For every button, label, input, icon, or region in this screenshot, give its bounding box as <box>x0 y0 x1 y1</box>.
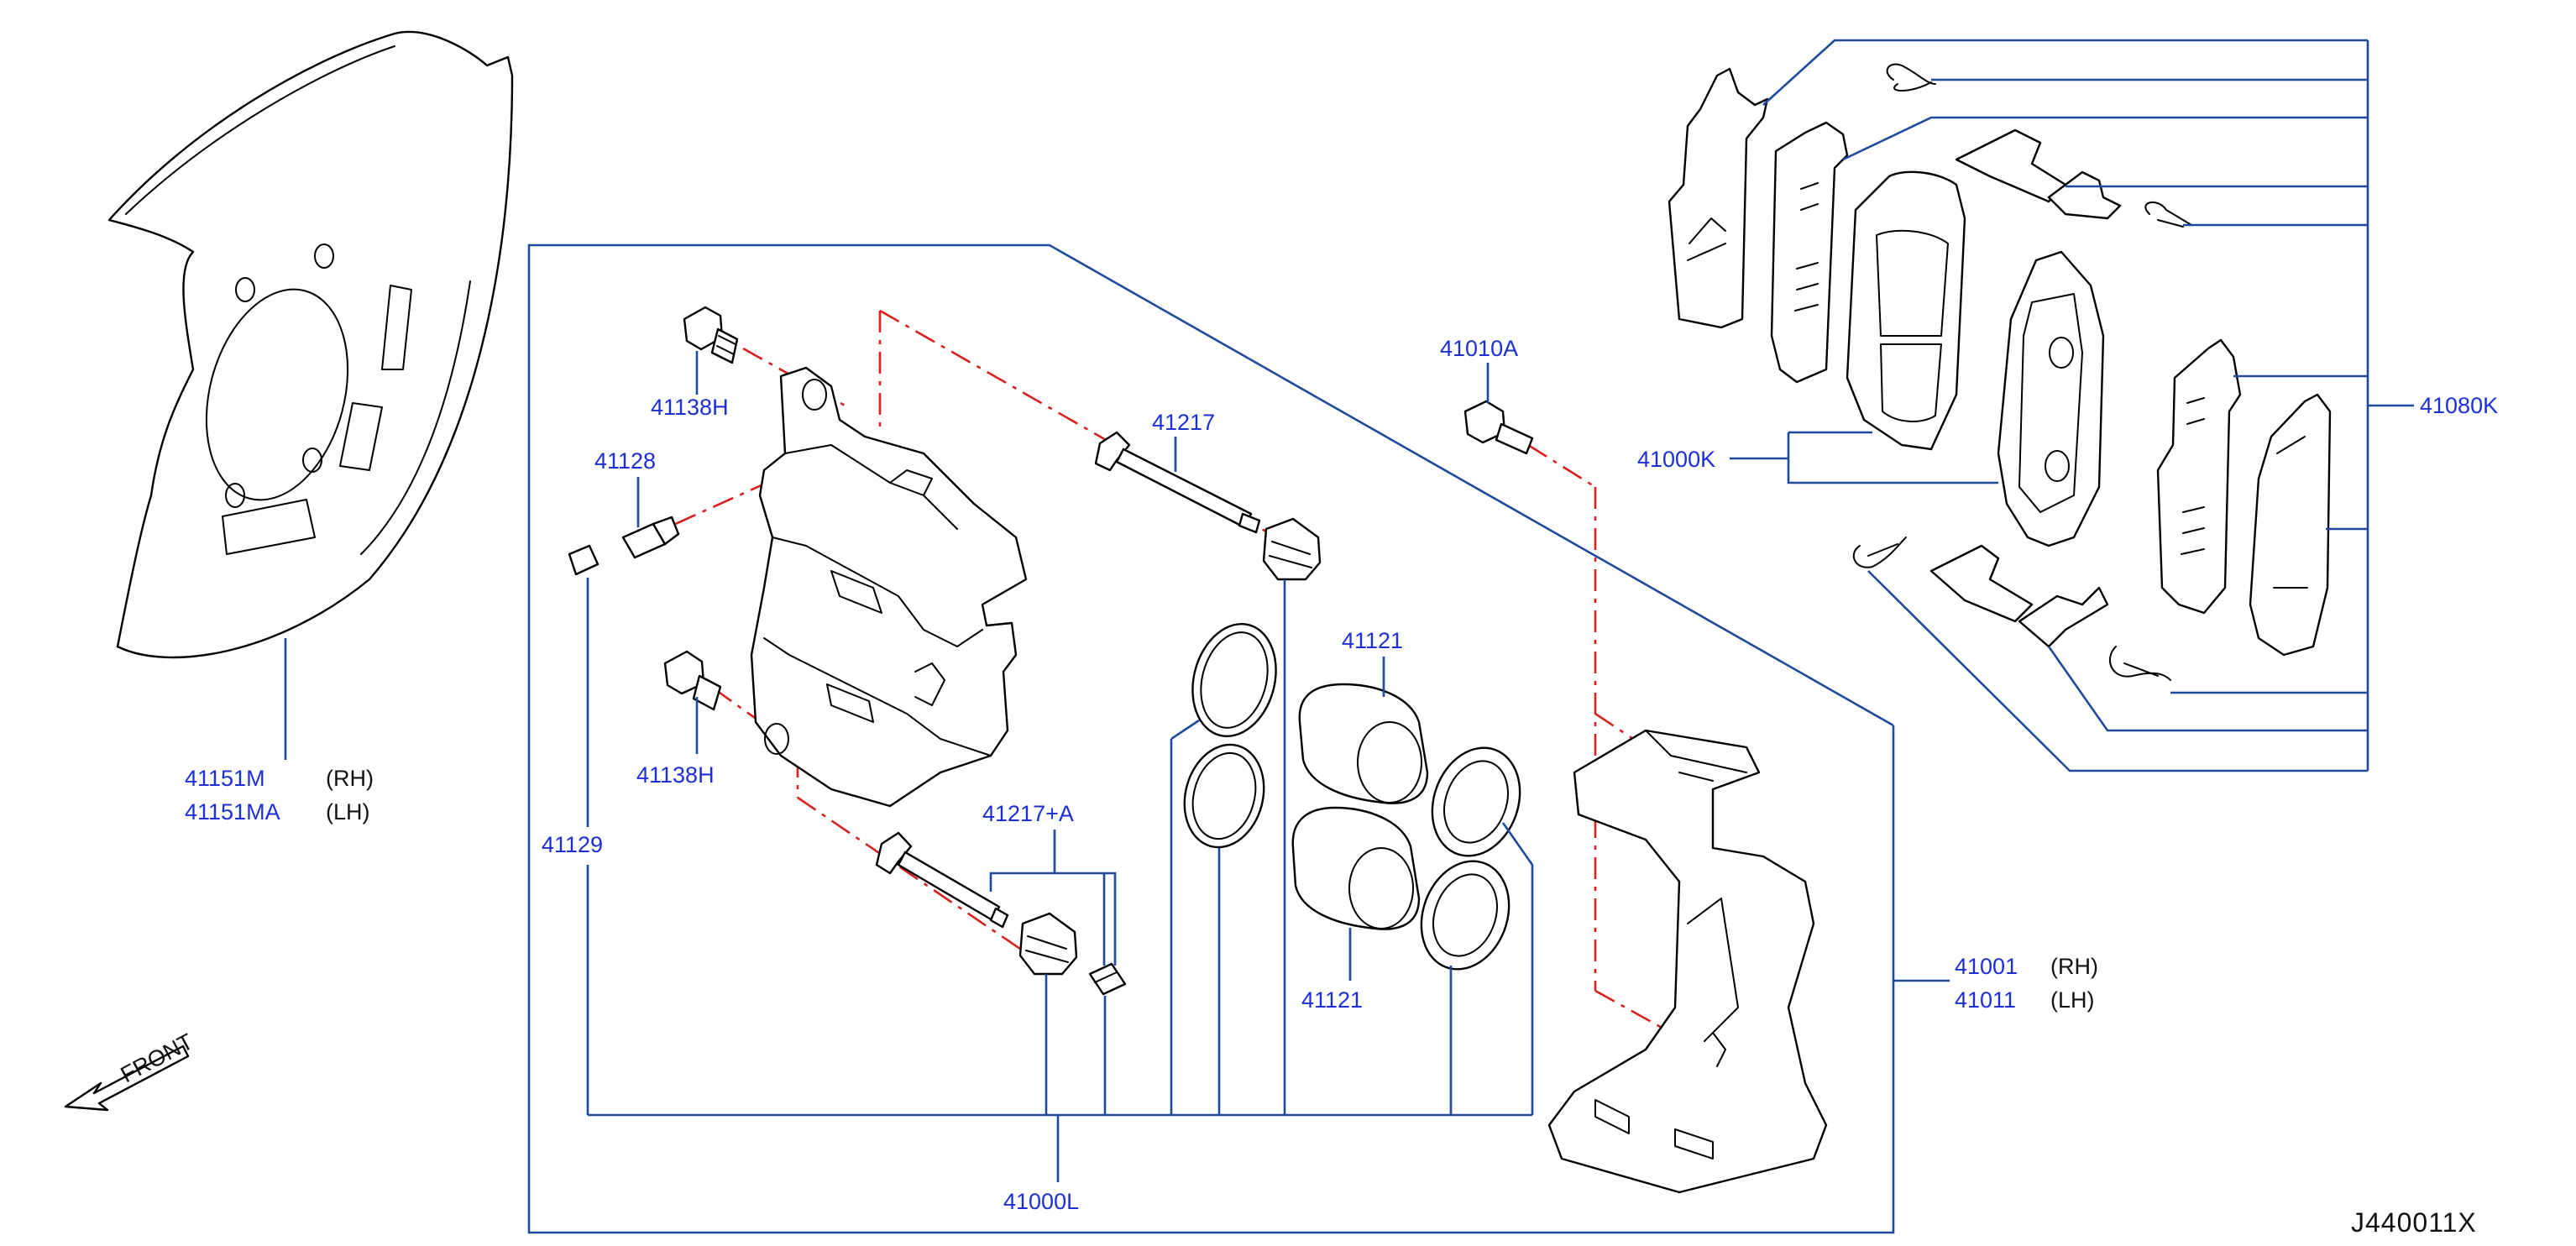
brake-pad-outer <box>1846 170 1966 451</box>
label-rh-shield: (RH) <box>326 766 374 791</box>
label-41151M: 41151M <box>185 766 265 791</box>
slide-pin-upper <box>1094 431 1261 534</box>
slide-pin-lower <box>875 831 1009 929</box>
label-41138H-upper: 41138H <box>651 395 729 420</box>
pin-boot-lower <box>1018 912 1078 976</box>
label-rh-bracket: (RH) <box>2050 954 2098 979</box>
guide-bolt-lower <box>663 650 722 711</box>
pin-boot-upper <box>1262 517 1322 581</box>
label-41128: 41128 <box>594 448 656 474</box>
wear-spring-upper-right <box>2144 201 2192 228</box>
label-41000L: 41000L <box>1003 1189 1079 1214</box>
pad-clip-upper <box>1955 128 2122 220</box>
diagram-code: J440011X <box>2351 1207 2477 1238</box>
pin-sleeve-lower <box>1088 962 1127 996</box>
pad-shim-right <box>2156 338 2242 615</box>
label-41217A: 41217+A <box>982 801 1074 826</box>
caliper-body <box>750 366 1028 808</box>
label-41129: 41129 <box>542 832 603 857</box>
piston-lower <box>1291 806 1421 930</box>
label-41121-lower: 41121 <box>1301 987 1363 1013</box>
front-arrow-icon <box>64 1044 190 1112</box>
wear-spring-lower-left <box>1852 537 1907 568</box>
label-41138H-lower: 41138H <box>636 762 715 788</box>
piston-upper <box>1298 683 1429 804</box>
bleeder-cap <box>568 544 599 576</box>
mount-bolt <box>1463 400 1534 455</box>
label-lh-bracket: (LH) <box>2050 987 2095 1013</box>
wear-spring-lower-right <box>2108 646 2171 681</box>
pad-shim-outer <box>1668 67 1769 329</box>
guide-bolt-upper <box>683 306 739 364</box>
brake-pad-inner <box>1997 250 2105 547</box>
label-41151MA: 41151MA <box>185 799 280 825</box>
dust-shield <box>107 30 514 659</box>
label-41121-upper: 41121 <box>1342 628 1403 653</box>
label-41000K: 41000K <box>1637 447 1715 472</box>
bleeder-screw <box>621 516 680 559</box>
label-41011: 41011 <box>1955 987 2016 1013</box>
label-41001: 41001 <box>1955 954 2018 979</box>
pad-clip-lower <box>1929 544 2109 648</box>
pad-shim-far-right <box>2249 393 2332 657</box>
seal-ring-lower <box>1183 743 1265 849</box>
caliper-bracket <box>1547 729 1828 1194</box>
piston-boot-upper <box>1431 746 1521 857</box>
pad-shim-inner <box>1770 121 1849 384</box>
label-41217: 41217 <box>1152 410 1215 435</box>
label-41080K: 41080K <box>2420 393 2498 418</box>
label-lh-shield: (LH) <box>326 799 370 825</box>
seal-ring-upper <box>1191 622 1277 738</box>
piston-boot-lower <box>1420 860 1511 971</box>
label-41010A: 41010A <box>1440 336 1518 361</box>
wear-spring-upper-left <box>1886 63 1936 92</box>
